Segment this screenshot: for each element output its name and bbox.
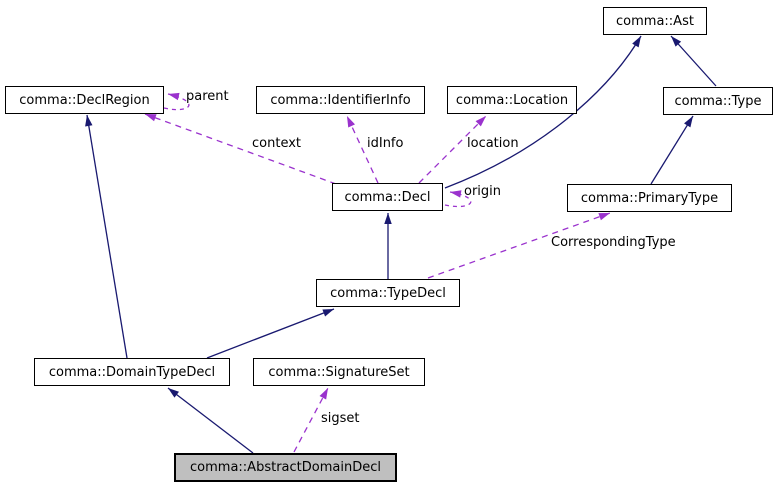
edge-type-to-ast	[670, 35, 717, 87]
node-comma-decl[interactable]: comma::Decl	[332, 183, 443, 211]
node-comma-domaintypedecl[interactable]: comma::DomainTypeDecl	[34, 358, 230, 386]
node-comma-primarytype[interactable]: comma::PrimaryType	[567, 184, 732, 212]
edge-label-location: location	[467, 136, 519, 151]
edge-abstractdomaindecl-to-domaintypedecl	[167, 387, 254, 454]
edge-parent-self-loop	[163, 92, 190, 111]
node-comma-signatureset[interactable]: comma::SignatureSet	[253, 358, 425, 386]
edge-label-origin: origin	[464, 184, 502, 199]
usage-edges	[144, 92, 611, 453]
node-comma-type[interactable]: comma::Type	[663, 87, 773, 115]
edge-origin-self-loop	[444, 190, 472, 208]
edge-idinfo	[346, 115, 379, 184]
node-comma-typedecl[interactable]: comma::TypeDecl	[316, 279, 460, 307]
edge-domaintypedecl-to-typedecl	[206, 308, 335, 359]
edge-label-context: context	[252, 136, 301, 151]
edge-sigset	[293, 387, 329, 453]
node-comma-location[interactable]: comma::Location	[447, 86, 577, 114]
node-comma-identifierinfo[interactable]: comma::IdentifierInfo	[256, 86, 425, 114]
edge-primarytype-to-type	[650, 115, 694, 185]
edge-domaintypedecl-to-declregion	[85, 114, 128, 359]
inheritance-edges	[85, 35, 717, 454]
node-comma-abstractdomaindecl-current: comma::AbstractDomainDecl	[174, 453, 397, 482]
edge-label-sigset: sigset	[321, 411, 360, 426]
edge-context	[144, 113, 337, 185]
edge-location	[418, 115, 487, 184]
edge-decl-to-ast	[444, 35, 642, 189]
node-comma-declregion[interactable]: comma::DeclRegion	[5, 86, 164, 114]
edge-label-correspondingtype: CorrespondingType	[551, 235, 676, 250]
node-comma-ast[interactable]: comma::Ast	[603, 7, 707, 35]
edge-label-parent: parent	[186, 89, 229, 104]
edge-label-idinfo: idInfo	[367, 136, 404, 151]
